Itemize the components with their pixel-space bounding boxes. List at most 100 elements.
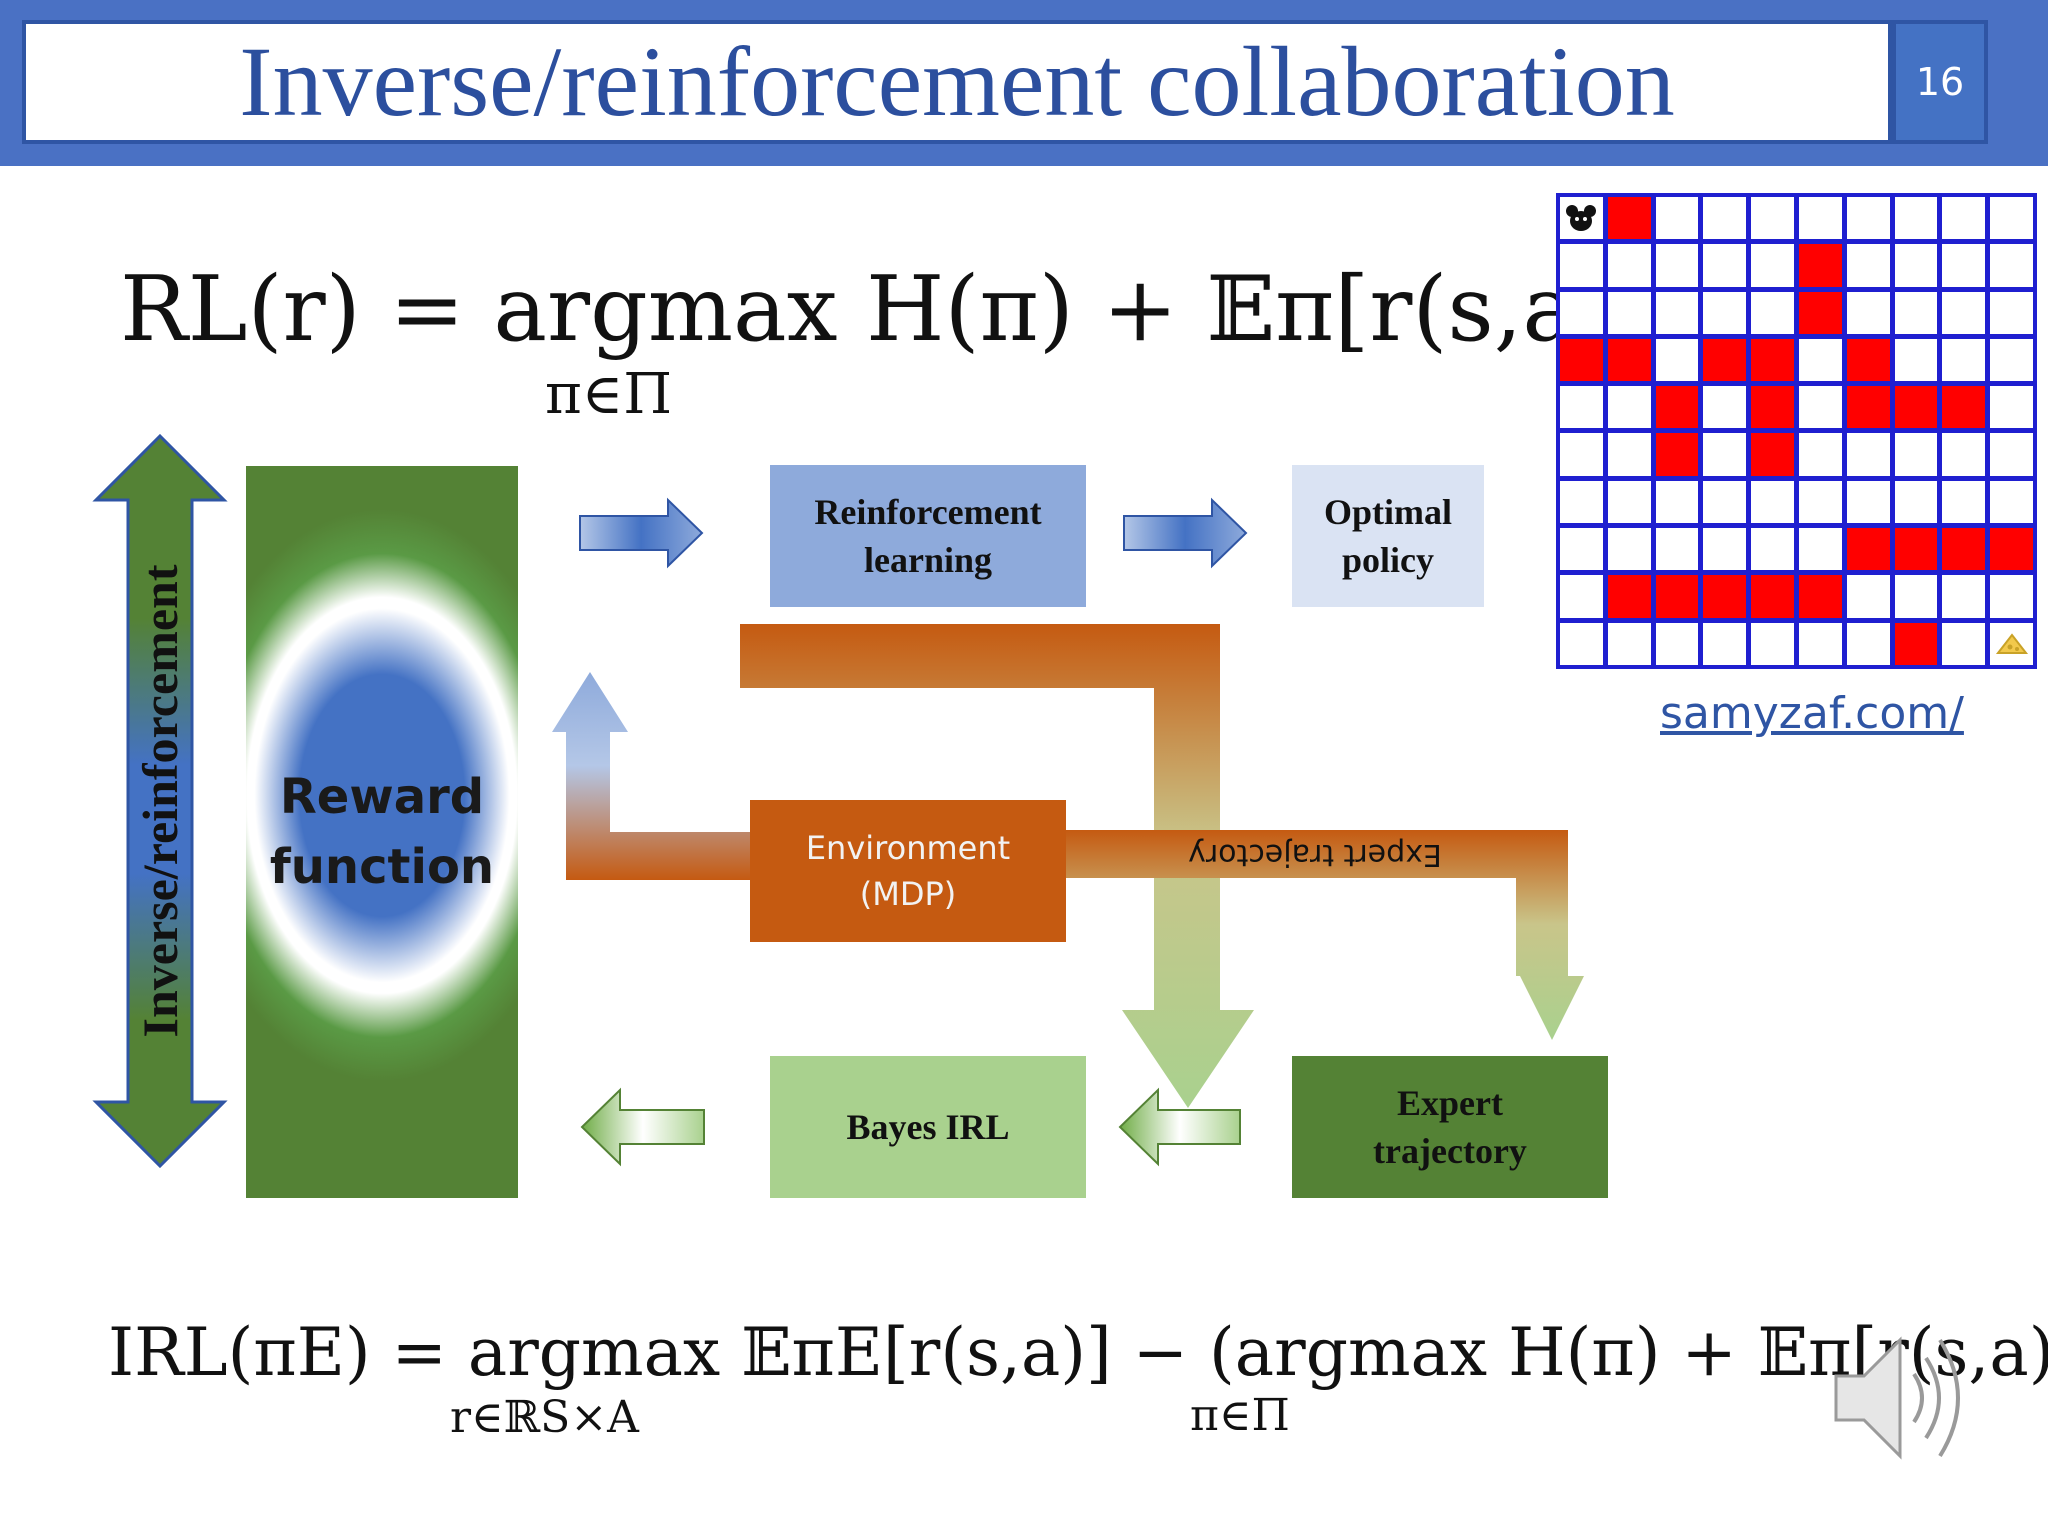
grid-cell (1607, 291, 1651, 334)
grid-cell (1990, 338, 2033, 382)
grid-cell (1655, 528, 1699, 571)
grid-wall-cell (1655, 386, 1699, 429)
grid-cell (1894, 480, 1938, 524)
optimal-policy-box: Optimal policy (1292, 465, 1484, 607)
grid-cell (1560, 244, 1603, 287)
grid-cell (1560, 528, 1603, 571)
grid-wall-cell (1846, 338, 1890, 382)
title-frame (22, 20, 1892, 144)
grid-cell (1607, 528, 1651, 571)
grid-cell (1990, 386, 2033, 429)
grid-wall-cell (1607, 338, 1651, 382)
grid-cell (1703, 244, 1747, 287)
grid-wall-cell (1846, 386, 1890, 429)
grid-cell (1846, 622, 1890, 665)
irl-equation: IRL(πE) = argmax 𝔼πE[r(s,a)] − (argmax H… (108, 1314, 2048, 1391)
grid-cell (1798, 386, 1842, 429)
grid-wall-cell (1751, 433, 1794, 476)
grid-cell (1942, 622, 1986, 665)
grid-cell (1607, 480, 1651, 524)
grid-cell (1655, 338, 1699, 382)
grid-cell (1798, 528, 1842, 571)
rl-equation-subscript: π∈Π (545, 362, 673, 427)
environment-label-line2: (MDP) (859, 875, 957, 913)
grid-cell (1894, 575, 1938, 618)
grid-cell (1703, 622, 1747, 665)
grid-cell (1703, 433, 1747, 476)
grid-cell (1607, 386, 1651, 429)
grid-cell (1798, 433, 1842, 476)
grid-wall-cell (1894, 622, 1938, 665)
grid-cell (1942, 244, 1986, 287)
grid-cell (1942, 433, 1986, 476)
grid-cell (1560, 575, 1603, 618)
grid-cell (1560, 291, 1603, 334)
grid-cell (1846, 480, 1890, 524)
grid-cell (1751, 480, 1794, 524)
grid-cell (1607, 433, 1651, 476)
reward-function-label-line2: function (269, 839, 495, 895)
irl-equation-subscript-policy: π∈Π (1190, 1390, 1290, 1441)
rl-label-line2: learning (863, 540, 992, 580)
grid-cell (1607, 244, 1651, 287)
grid-cell (1703, 291, 1747, 334)
grid-cell (1703, 480, 1747, 524)
reinforcement-learning-box: Reinforcement learning (770, 465, 1086, 607)
grid-cell (1798, 197, 1842, 240)
grid-cell (1990, 197, 2033, 240)
grid-cell (1846, 575, 1890, 618)
bayes-irl-box: Bayes IRL (770, 1056, 1086, 1198)
grid-cell (1798, 480, 1842, 524)
grid-cell (1751, 622, 1794, 665)
slide-title: Inverse/reinforcement collaboration (239, 26, 1675, 137)
grid-cell (1990, 480, 2033, 524)
arrow-to-rl (579, 497, 704, 569)
grid-cell (1655, 197, 1699, 240)
expert-trajectory-label-line1: Expert (1397, 1083, 1503, 1123)
grid-wall-cell (1990, 528, 2033, 571)
grid-cell (1607, 622, 1651, 665)
grid-cell (1703, 386, 1747, 429)
grid-wall-cell (1607, 575, 1651, 618)
grid-wall-cell (1798, 291, 1842, 334)
flow-env-to-reward (552, 672, 752, 880)
environment-label-line1: Environment (805, 829, 1011, 867)
page-number: 16 (1892, 20, 1988, 144)
grid-cell (1560, 480, 1603, 524)
grid-cell (1990, 291, 2033, 334)
grid-wall-cell (1703, 575, 1747, 618)
environment-box: Environment (MDP) (750, 800, 1066, 942)
grid-cell (1751, 244, 1794, 287)
grid-cell (1846, 197, 1890, 240)
samyzaf-link[interactable]: samyzaf.com/ (1660, 688, 1964, 739)
grid-cell (1894, 433, 1938, 476)
inverse-reinforcement-label: Inverse/reinforcement (132, 564, 188, 1038)
expert-trajectory-flow-label: Expert trajectory (1188, 837, 1442, 872)
grid-cell (1846, 291, 1890, 334)
gridworld (1556, 193, 2037, 669)
grid-cell (1894, 338, 1938, 382)
arrow-to-bayes (1118, 1087, 1241, 1167)
grid-cell (1942, 575, 1986, 618)
grid-cell (1894, 197, 1938, 240)
grid-cell (1942, 291, 1986, 334)
grid-cell (1703, 197, 1747, 240)
grid-cell (1798, 622, 1842, 665)
grid-wall-cell (1798, 244, 1842, 287)
grid-cell (1846, 433, 1890, 476)
grid-cell (1560, 622, 1603, 665)
grid-cell (1990, 575, 2033, 618)
grid-wall-cell (1751, 338, 1794, 382)
reward-function-box: Reward function (246, 466, 518, 1198)
grid-cell (1942, 197, 1986, 240)
reward-function-label-line1: Reward (279, 769, 485, 825)
mouse-icon (1560, 197, 1603, 240)
expert-trajectory-box: Expert trajectory (1292, 1056, 1608, 1198)
grid-cell (1751, 197, 1794, 240)
grid-wall-cell (1894, 528, 1938, 571)
grid-cell (1655, 291, 1699, 334)
grid-cell (1894, 244, 1938, 287)
grid-cell (1703, 528, 1747, 571)
grid-wall-cell (1607, 197, 1651, 240)
grid-cell (1942, 338, 1986, 382)
